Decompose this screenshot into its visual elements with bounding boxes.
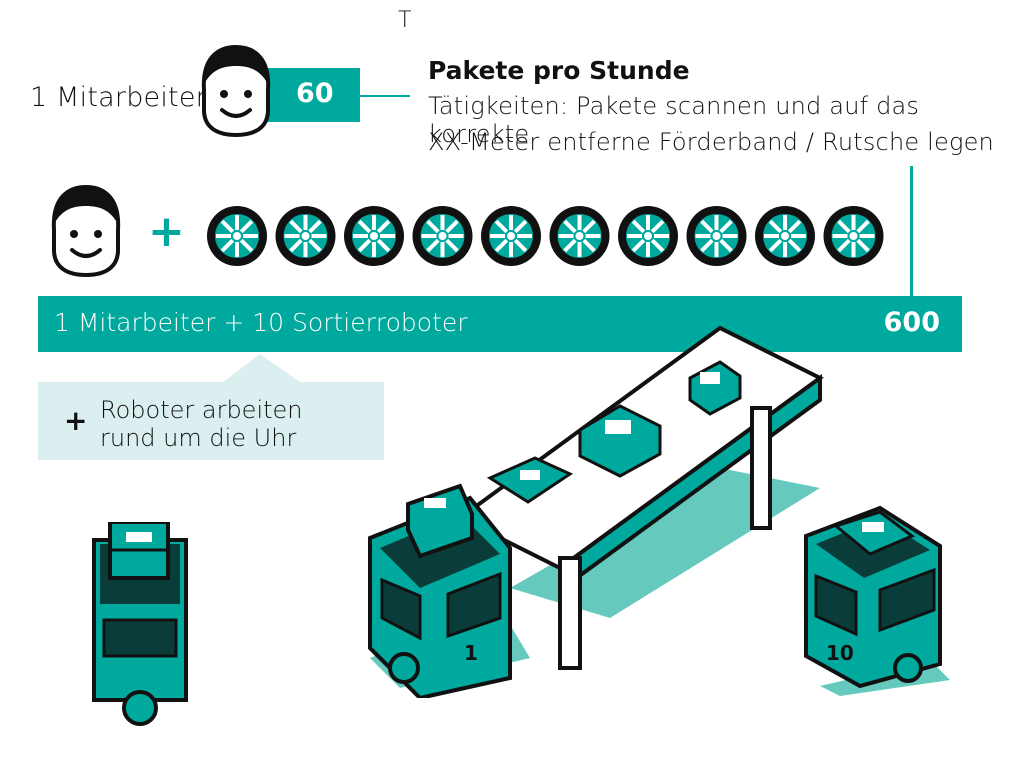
rate-connector-line — [360, 95, 410, 97]
note-line-2: rund um die Uhr — [100, 424, 297, 452]
robot-10-illustration: 10 — [800, 496, 950, 696]
info-line-2: XX-Meter entferne Förderband / Rutsche l… — [428, 128, 994, 156]
sorting-robot-icon — [755, 206, 815, 266]
worker-rate-value: 60 — [296, 78, 334, 109]
sorting-robot-icon — [207, 206, 267, 266]
note-callout: + Roboter arbeiten rund um die Uhr — [38, 352, 388, 462]
top-marker: T — [398, 8, 412, 33]
robot-front-illustration — [90, 522, 200, 727]
sorting-robot-icon — [344, 206, 404, 266]
info-connector-line — [910, 166, 913, 296]
robot-number-1: 1 — [464, 641, 478, 665]
combined-rate-label: 1 Mitarbeiter + 10 Sortierroboter — [54, 308, 468, 337]
worker-face-icon — [198, 44, 274, 138]
sorting-robot-icon — [823, 206, 884, 266]
worker-label: 1 Mitarbeiter — [30, 82, 207, 113]
combined-rate-bar: 1 Mitarbeiter + 10 Sortierroboter 600 — [38, 296, 962, 352]
sorting-robot-icon — [412, 206, 473, 266]
sorting-robot-icon — [618, 206, 678, 266]
worker-face-icon-2 — [48, 184, 124, 278]
sorting-robot-icon — [481, 206, 541, 266]
sorting-robot-icon — [686, 206, 747, 266]
note-plus: + — [64, 404, 88, 437]
robot-number-10: 10 — [826, 641, 854, 665]
combined-rate-value: 600 — [883, 307, 940, 338]
note-line-1: Roboter arbeiten — [100, 396, 303, 424]
worker-rate-bar: 60 — [262, 68, 360, 122]
info-line-1: Tätigkeiten: Pakete scannen und auf das … — [428, 92, 920, 148]
sorting-robot-icon — [549, 206, 610, 266]
info-title: Pakete pro Stunde — [428, 56, 690, 85]
sorting-robot-icon — [275, 206, 336, 266]
conveyor-illustration: 1 — [360, 318, 830, 698]
plus-sign: + — [148, 206, 185, 257]
robot-icon-row — [205, 204, 885, 268]
